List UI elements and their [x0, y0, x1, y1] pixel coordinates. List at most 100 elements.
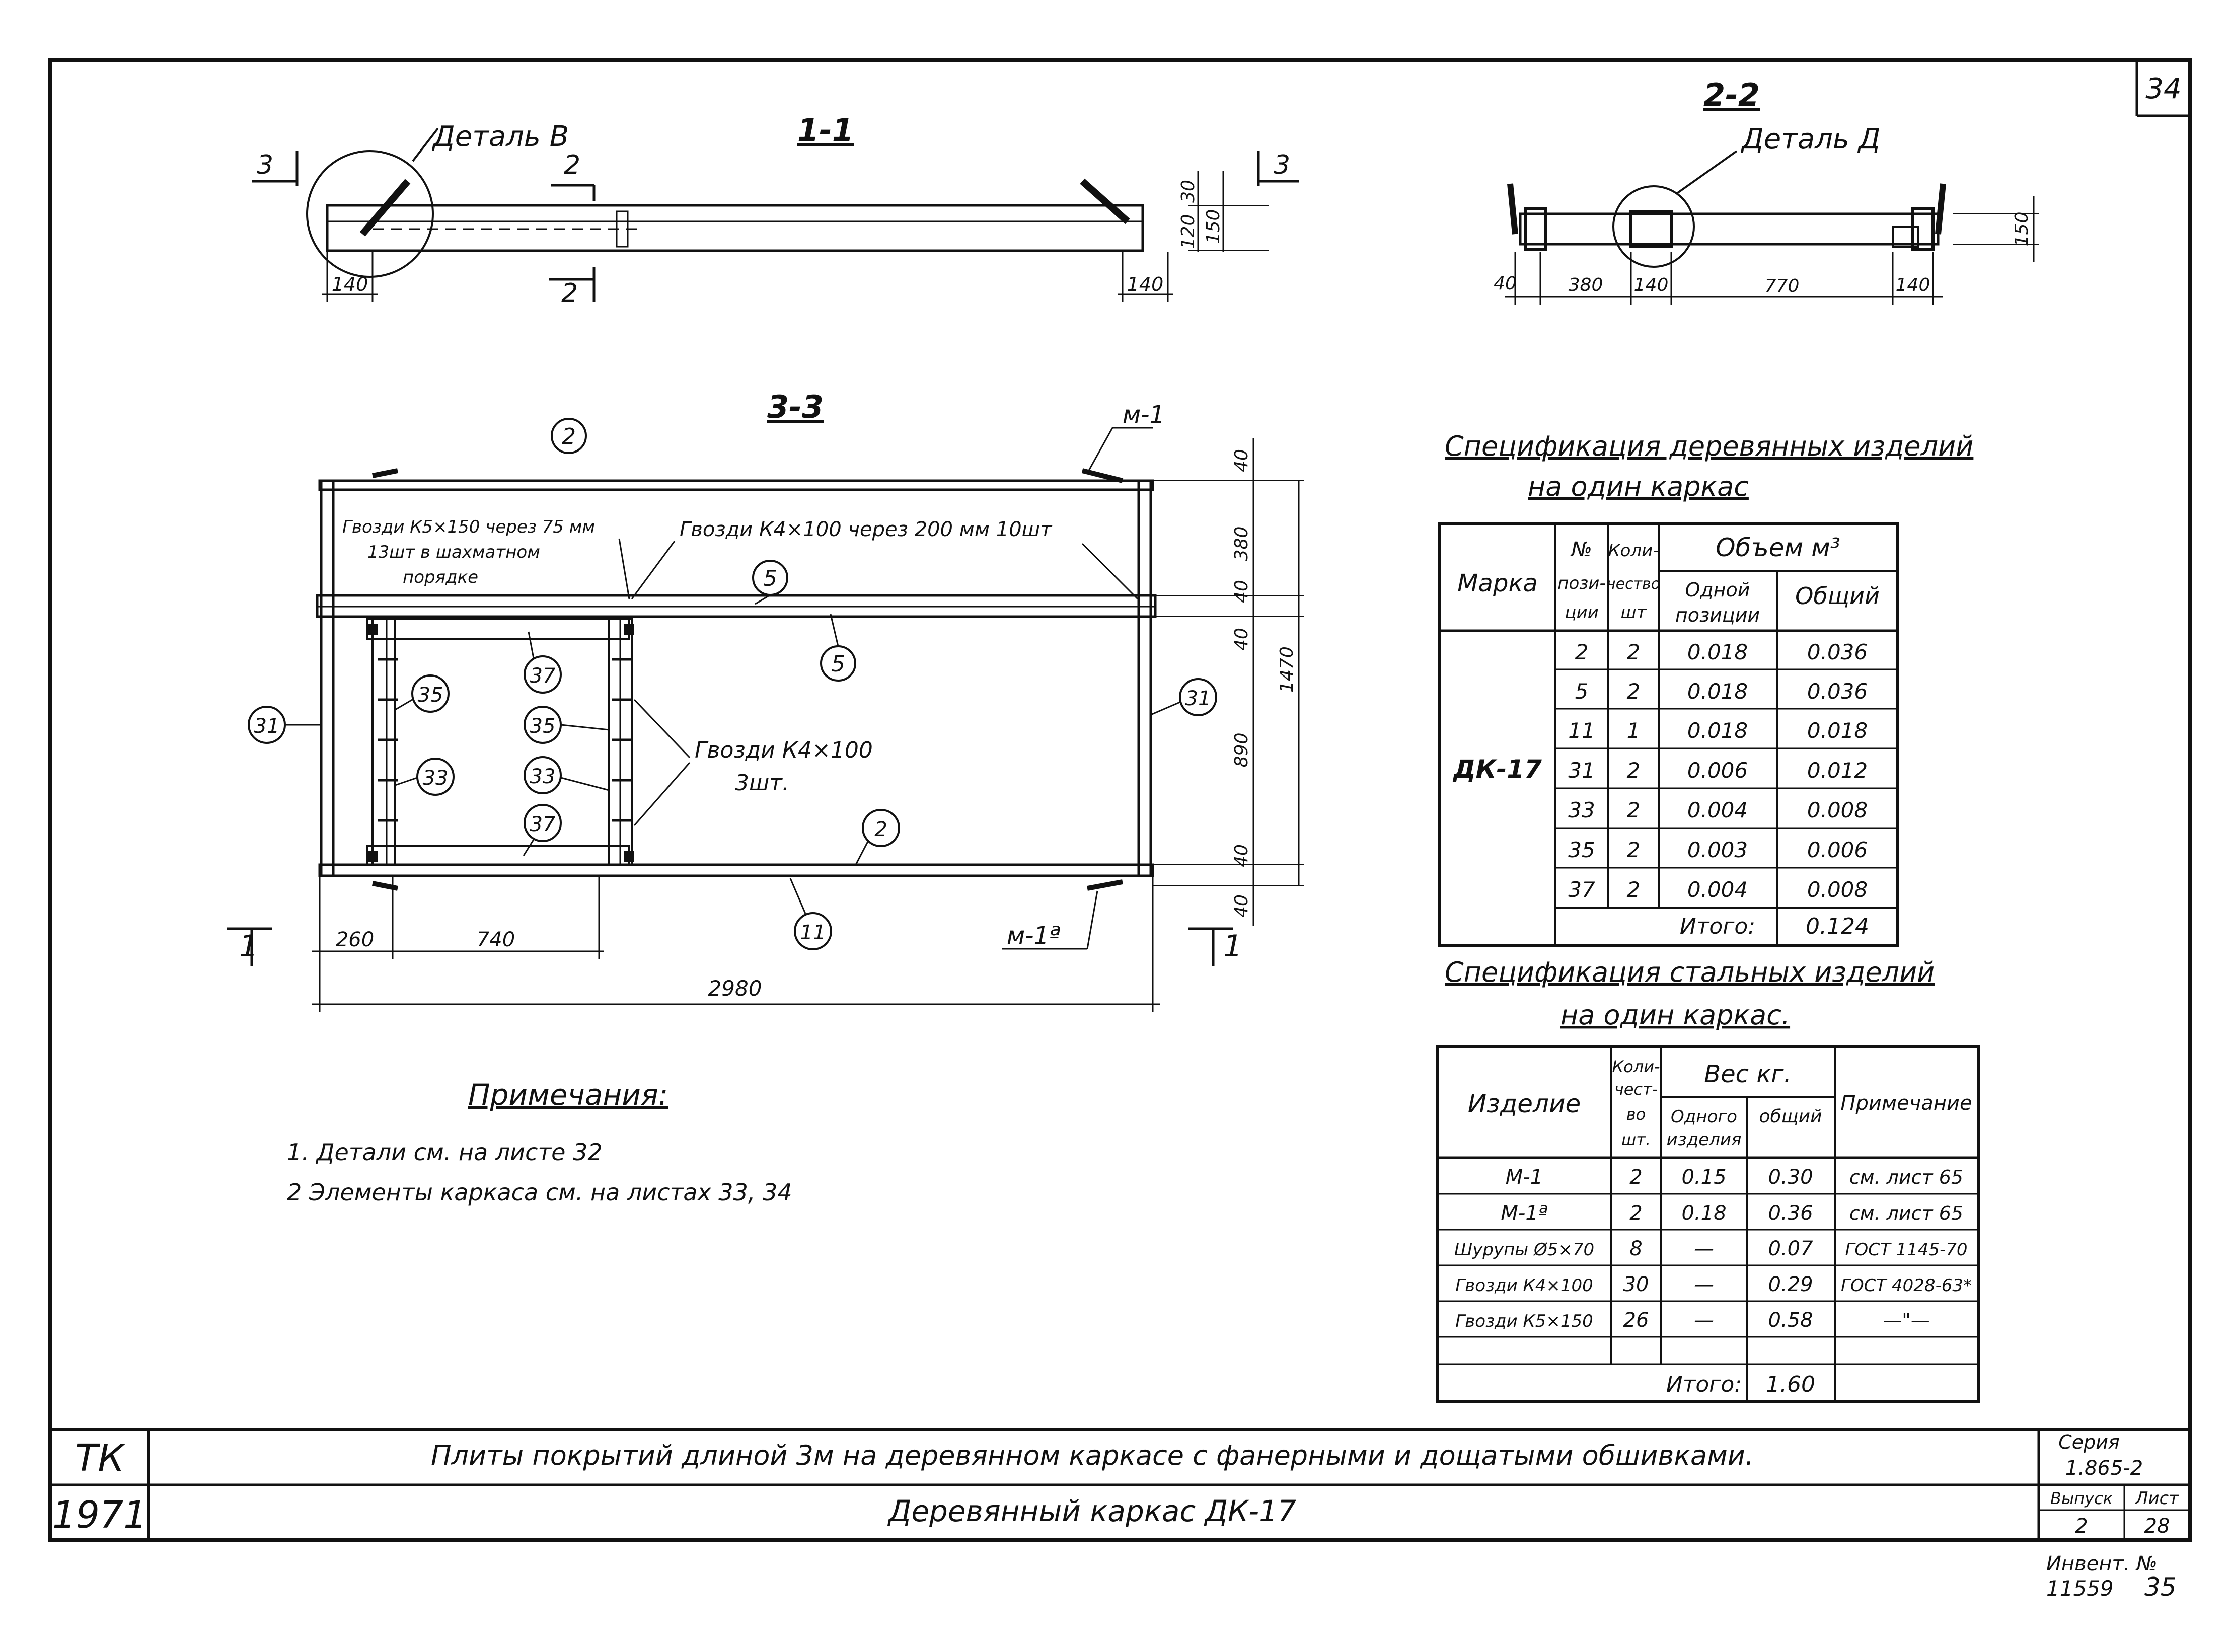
- list-value: 28: [2144, 1515, 2170, 1538]
- wood-row-one: 0.003: [1687, 838, 1748, 862]
- title-block: ТК 1971 Плиты покрытий длиной 3м на дере…: [50, 1428, 2190, 1602]
- detail-v-label: Деталь В: [431, 120, 569, 153]
- steel-row-one: 0.18: [1681, 1202, 1726, 1225]
- dim-2-2-40: 40: [1494, 273, 1517, 294]
- seria-value: 1.865-2: [2065, 1457, 2143, 1480]
- wood-hdr-marka: Марка: [1457, 569, 1538, 597]
- steel-spec: Спецификация стальных изделий на один ка…: [1436, 956, 1980, 1403]
- steel-spec-row-lines: [1437, 1193, 1978, 1365]
- seria-label: Серия: [2058, 1431, 2120, 1453]
- cut-2-top: 2: [564, 150, 580, 180]
- inv-extra: 35: [2144, 1572, 2177, 1602]
- dim-1-1-h30: 30: [1178, 180, 1199, 203]
- wood-hdr-qty3: шт: [1621, 603, 1647, 623]
- steel-row-total: 0.58: [1768, 1309, 1813, 1332]
- steel-row-one: —: [1694, 1273, 1714, 1296]
- wood-hdr-vol: Объем м³: [1716, 533, 1840, 562]
- steel-hdr-qty1: Коли-: [1612, 1057, 1660, 1076]
- steel-row-note: ГОСТ 4028-63*: [1841, 1275, 1972, 1296]
- wood-row-total: 0.018: [1807, 718, 1868, 743]
- wood-row-total: 0.012: [1807, 758, 1868, 783]
- steel-row-item: М-1: [1506, 1166, 1543, 1189]
- wood-spec-row-lines: [1555, 668, 1898, 869]
- beam-1-1: [326, 204, 1144, 252]
- section-2-2: 2-2 Деталь Д 40 380 140 770 140 150: [1494, 77, 2039, 305]
- wood-hdr-qty1: Коли-: [1608, 541, 1659, 561]
- steel-row-total: 0.36: [1768, 1202, 1813, 1225]
- note-2: 2 Элементы каркаса см. на листах 33, 34: [287, 1179, 792, 1206]
- wood-row-pos: 31: [1568, 758, 1595, 783]
- steel-row-note: см. лист 65: [1849, 1202, 1963, 1224]
- wood-row-pos: 2: [1575, 640, 1589, 664]
- dim-v-40e: 40: [1231, 894, 1252, 918]
- wood-total-label: Итого:: [1680, 914, 1755, 939]
- callout-5-b: 5: [831, 651, 845, 677]
- dim-v-40b: 40: [1231, 580, 1252, 603]
- dim-1-1-h120: 120: [1178, 214, 1199, 249]
- org-code: ТК: [75, 1437, 126, 1480]
- wood-row-qty: 2: [1627, 877, 1641, 902]
- callout-37-a: 37: [530, 664, 556, 688]
- detail-d-circle: [1612, 185, 1695, 268]
- nail-marks: [367, 624, 634, 862]
- dim-2-2-h150: 150: [2012, 212, 2032, 247]
- nail-note-2: Гвозди К4×100 через 200 мм 10шт: [680, 518, 1053, 541]
- vypusk-label: Выпуск: [2050, 1489, 2113, 1508]
- nail-note-3b: 3шт.: [735, 770, 789, 796]
- callout-2-bottom: 2: [874, 818, 887, 841]
- dim-v-890: 890: [1231, 733, 1252, 768]
- title-sub: Деревянный каркас ДК-17: [887, 1494, 1296, 1528]
- steel-hdr-qty2: чест-: [1614, 1080, 1658, 1099]
- wood-row-one: 0.004: [1687, 798, 1748, 822]
- steel-row-item: Гвозди К4×100: [1455, 1275, 1593, 1296]
- wood-hdr-qty2: чество: [1607, 575, 1660, 593]
- steel-spec-rows: М-1 2 0.15 0.30 см. лист 65 М-1ª 2 0.18 …: [1454, 1166, 1972, 1332]
- steel-hdr-note: Примечание: [1840, 1092, 1972, 1115]
- dim-1-1-left: 140: [332, 273, 368, 295]
- board-2-bottom: [318, 863, 1154, 877]
- cut-2-bottom: 2: [561, 278, 578, 309]
- steel-hdr-qty3: во: [1626, 1105, 1646, 1124]
- steel-spec-title: Спецификация стальных изделий: [1445, 956, 1935, 988]
- wood-row-qty: 2: [1627, 679, 1641, 704]
- nail-note-1c: порядке: [403, 567, 478, 587]
- board-31-right: [1137, 479, 1152, 877]
- cut-3-left: 3: [257, 150, 273, 180]
- dim-2-2-140b: 140: [1896, 275, 1930, 295]
- steel-total-value: 1.60: [1766, 1372, 1815, 1397]
- board-35-left: [371, 618, 396, 866]
- steel-row-qty: 26: [1623, 1309, 1649, 1332]
- wood-row-pos: 11: [1568, 718, 1595, 743]
- page-number: 34: [2145, 72, 2181, 105]
- steel-row-qty: 2: [1629, 1202, 1642, 1225]
- wood-row-pos: 33: [1568, 798, 1595, 822]
- dim-2-2-140a: 140: [1634, 275, 1669, 295]
- steel-row-total: 0.30: [1768, 1166, 1813, 1189]
- steel-hdr-one2: изделия: [1667, 1130, 1742, 1150]
- wood-spec-rows: 2 2 0.018 0.036 5 2 0.018 0.036 11 1 0.0…: [1568, 640, 1868, 902]
- steel-row-one: —: [1694, 1309, 1714, 1332]
- nail-note-1b: 13шт в шахматном: [367, 542, 540, 562]
- callout-31-left: 31: [254, 715, 280, 738]
- callout-33-a: 33: [423, 767, 449, 790]
- dim-2-2-380: 380: [1569, 275, 1603, 295]
- m1a-bottom-label: м-1ª: [1007, 922, 1061, 950]
- wood-row-qty: 2: [1627, 758, 1641, 783]
- steel-hdr-qty4: шт.: [1621, 1130, 1651, 1149]
- wood-row-total: 0.008: [1807, 877, 1868, 902]
- wood-hdr-vol-one2: позиции: [1675, 604, 1760, 626]
- nail-note-1: Гвозди К5×150 через 75 мм: [342, 517, 595, 537]
- callout-33-b: 33: [530, 765, 556, 788]
- callout-35-a: 35: [418, 684, 443, 707]
- wood-row-one: 0.018: [1687, 679, 1748, 704]
- dim-v-1470: 1470: [1277, 646, 1297, 693]
- steel-row-one: —: [1694, 1237, 1714, 1260]
- board-2-top: [318, 479, 1154, 491]
- wood-row-pos: 37: [1568, 877, 1595, 902]
- dim-2980: 2980: [708, 976, 762, 1001]
- dim-1-1-h150: 150: [1203, 209, 1224, 244]
- wood-hdr-pos3: ции: [1565, 603, 1598, 623]
- steel-row-qty: 8: [1629, 1237, 1642, 1260]
- steel-row-note: —"—: [1883, 1309, 1929, 1331]
